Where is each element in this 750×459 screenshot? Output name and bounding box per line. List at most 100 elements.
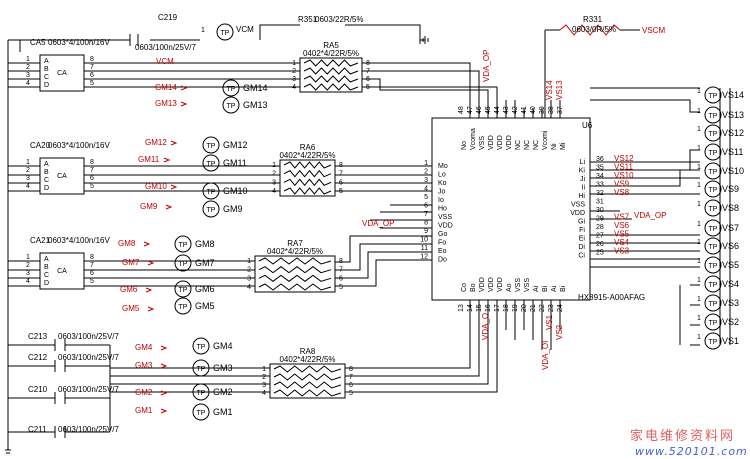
tp-label-vs12: VS12 bbox=[722, 128, 744, 138]
gm-net-label: GM2 bbox=[135, 388, 153, 397]
ra7-pin: 2 bbox=[247, 267, 251, 274]
vs-net-label: VS11 bbox=[614, 163, 634, 172]
ra7-pin: 3 bbox=[247, 275, 251, 282]
cap-value: 0603/100n/25V/7 bbox=[58, 425, 119, 434]
tp-label-gm14: GM14 bbox=[243, 83, 268, 93]
gm-net-label: GM10 bbox=[145, 182, 167, 191]
ra5-ref: RA5 bbox=[323, 41, 339, 50]
gm-arrow bbox=[143, 241, 151, 247]
vs-net-label: VS10 bbox=[614, 171, 634, 180]
ra7-pin: 1 bbox=[247, 258, 251, 265]
ic-bottom-pin-name: VDD bbox=[497, 277, 504, 292]
ca20-pin: 6 bbox=[90, 175, 94, 182]
r331-zigzag bbox=[559, 24, 621, 36]
ca5-pin: 1 bbox=[26, 56, 30, 63]
r331-value: 0603/0R/5% bbox=[572, 25, 616, 34]
tp-vs9-tp-text: TP bbox=[709, 187, 718, 194]
watermark-cn: 家电维修资料网 bbox=[630, 428, 735, 444]
ra5-zigzag bbox=[303, 67, 359, 75]
vs-net-label: VS12 bbox=[614, 154, 634, 163]
tp-gm2-circle bbox=[192, 383, 210, 401]
ic-right-pin-num: 34 bbox=[596, 173, 604, 180]
ra6-pin: 1 bbox=[272, 162, 276, 169]
cap-value: 0603/100n/25V/7 bbox=[58, 385, 119, 394]
ic-bottom-pin-name: VSS bbox=[515, 278, 522, 292]
gm-net-label: GM6 bbox=[120, 285, 138, 294]
ra6-ref: RA6 bbox=[300, 143, 316, 152]
net-vda-op-left: VDA_OP bbox=[362, 219, 394, 228]
tp-label-gm11: GM11 bbox=[223, 158, 247, 168]
ic-bottom-pin-num: 13 bbox=[458, 304, 465, 312]
ra8-pin: 5 bbox=[349, 390, 353, 397]
tp-vs8-tp-text: TP bbox=[709, 206, 718, 213]
ic-right-pin-num: 25 bbox=[596, 250, 604, 257]
tp-pin: 1 bbox=[697, 277, 701, 284]
ca21-pin: 2 bbox=[26, 262, 30, 269]
ic-right-pin-name: VSS bbox=[571, 202, 585, 209]
gm-arrow bbox=[170, 184, 178, 190]
tp-vs4-circle bbox=[704, 275, 722, 293]
ic-bottom-pin-name: Ao bbox=[506, 283, 513, 292]
ca20-pin: 4 bbox=[26, 183, 30, 190]
ra5-zigzag bbox=[303, 59, 359, 67]
tp-pin: 1 bbox=[697, 108, 701, 115]
ra8-pin: 2 bbox=[262, 374, 266, 381]
gm-arrow bbox=[163, 157, 171, 163]
ca5-ref: CA5 bbox=[30, 38, 46, 47]
tp-vs6-tp-text: TP bbox=[709, 244, 718, 251]
tp-pin: 1 bbox=[697, 201, 701, 208]
tp-pin: 1 bbox=[697, 88, 701, 95]
tp-label-vs7: VS7 bbox=[722, 223, 739, 233]
tp-gm9-tp-text: TP bbox=[207, 207, 216, 214]
ic-left-pin-num: 7 bbox=[424, 211, 428, 218]
ca21-pin: 8 bbox=[90, 254, 94, 261]
ra5-zigzag bbox=[303, 75, 359, 83]
tp-pin: 1 bbox=[697, 145, 701, 152]
tp-label-vs2: VS2 bbox=[722, 317, 739, 327]
ic-left-pin-num: 4 bbox=[424, 186, 428, 193]
ca20-ref: CA20 bbox=[30, 141, 51, 150]
ic-ref: U6 bbox=[582, 121, 593, 130]
tp-gm5-circle bbox=[174, 297, 192, 315]
ic-top-pin-num: 37 bbox=[557, 106, 564, 114]
ca20-pin: 7 bbox=[90, 167, 94, 174]
tp-label-gm12: GM12 bbox=[223, 140, 248, 150]
ic-right-pin-name: Li bbox=[580, 159, 586, 166]
gm-arrow bbox=[165, 204, 173, 210]
tp-gm7-circle bbox=[174, 254, 192, 272]
tp-label-gm5: GM5 bbox=[195, 301, 215, 311]
ic-right-pin-name: Fi bbox=[579, 227, 585, 234]
ic-left-pin-name: VDD bbox=[438, 223, 453, 230]
tp-vs6-circle bbox=[704, 237, 722, 255]
ra5-pin: 4 bbox=[292, 84, 296, 91]
ic-top-pin-name: Vcoma bbox=[470, 128, 477, 150]
tp-vs11-circle bbox=[704, 143, 722, 161]
ic-top-pin-name: Ni bbox=[551, 143, 558, 150]
tp-pin: 1 bbox=[697, 334, 701, 341]
tp-label-vs14: VS14 bbox=[722, 90, 744, 100]
ic-left-pin-num: 8 bbox=[424, 220, 428, 227]
gm-arrow bbox=[180, 101, 188, 107]
ic-right-pin-num: 32 bbox=[596, 190, 604, 197]
ic-top-pin-name: NC bbox=[533, 140, 540, 150]
ra7-ref: RA7 bbox=[287, 239, 303, 248]
ic-left-pin-name: Mo bbox=[438, 163, 448, 170]
ca21-pin: 3 bbox=[26, 270, 30, 277]
tp-gm10-tp-text: TP bbox=[207, 189, 216, 196]
ra5-zigzag bbox=[303, 83, 359, 91]
ic-bottom-pin-num: 17 bbox=[494, 304, 501, 312]
tp-gm5-tp-text: TP bbox=[179, 304, 188, 311]
gm-net-label: GM3 bbox=[135, 361, 153, 370]
net-vs1-bot: VS1 bbox=[545, 314, 554, 330]
ca21-pin-letter: A bbox=[44, 256, 49, 263]
tp-gm1-tp-text: TP bbox=[197, 410, 206, 417]
ra7-zigzag bbox=[258, 257, 332, 265]
vs-net-label: VS3 bbox=[614, 247, 630, 256]
ic-left-pin-name: Io bbox=[438, 197, 444, 204]
tp-vs13-circle bbox=[704, 106, 722, 124]
ic-top-pin-name: VDD bbox=[506, 135, 513, 150]
c219-plates bbox=[129, 34, 139, 46]
ca21-pin: 1 bbox=[26, 254, 30, 261]
ra8-value: 0402*4/22R/5% bbox=[279, 355, 335, 364]
